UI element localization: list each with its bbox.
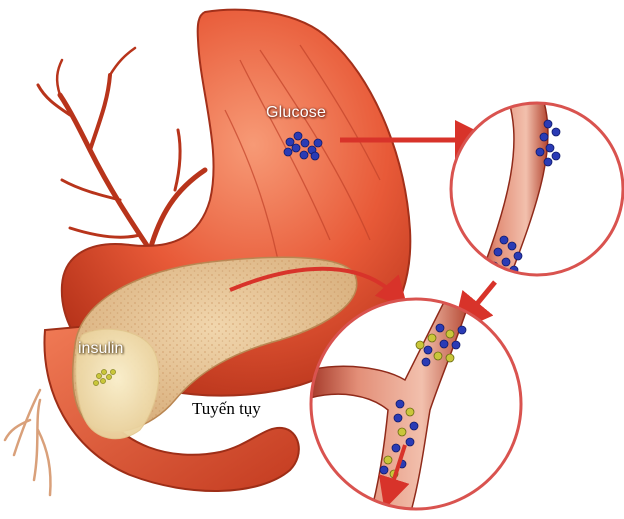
artery-branches <box>38 48 205 250</box>
insulin-label: insulin <box>78 340 123 358</box>
root-branches <box>5 390 51 495</box>
top-vessel-zoom <box>451 90 623 290</box>
pancreas-label: Tuyến tụy <box>192 399 261 419</box>
glucose-label: Glucose <box>266 104 326 122</box>
bottom-vessel-zoom <box>310 299 521 515</box>
